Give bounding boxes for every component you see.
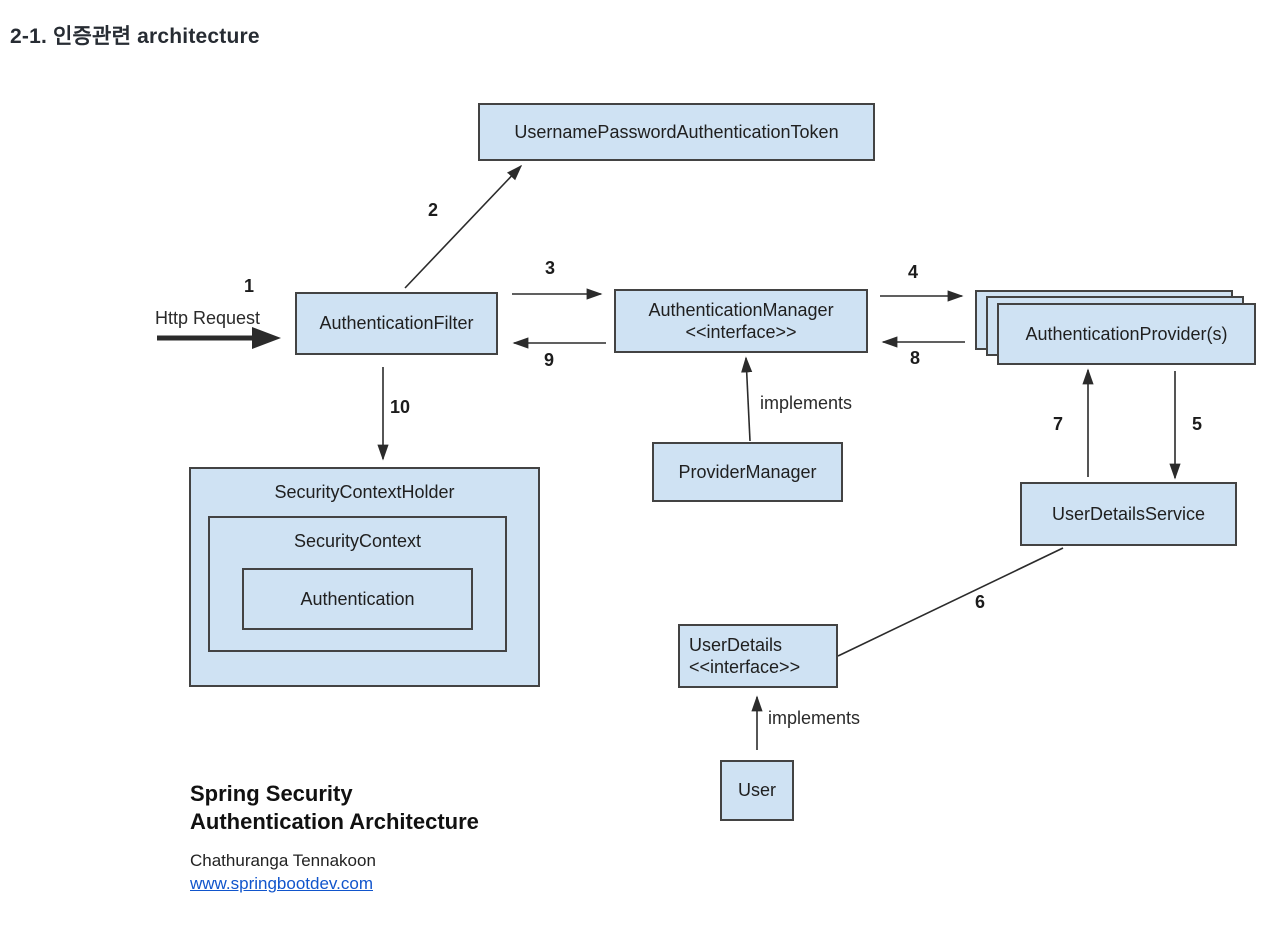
implements-user-label: implements bbox=[768, 708, 861, 728]
node-user-details: UserDetails <<interface>> bbox=[678, 624, 838, 688]
node-label: Authentication bbox=[300, 588, 415, 609]
node-provider-manager: ProviderManager bbox=[652, 442, 843, 502]
step-number-4: 4 bbox=[908, 262, 919, 282]
step-number-10: 10 bbox=[390, 397, 411, 417]
footer-heading-line2: Authentication Architecture bbox=[190, 809, 479, 834]
node-label: User bbox=[737, 780, 776, 801]
step-number-2: 2 bbox=[428, 200, 439, 220]
node-security-context: SecurityContext Authentication bbox=[208, 516, 507, 652]
node-label: UserDetailsService bbox=[1051, 503, 1206, 524]
node-label: AuthenticationManager bbox=[648, 299, 834, 320]
node-authentication-manager: AuthenticationManager <<interface>> bbox=[614, 289, 868, 353]
node-user: User bbox=[720, 760, 794, 821]
footer-author: Chathuranga Tennakoon bbox=[190, 851, 376, 870]
step-number-9: 9 bbox=[544, 350, 555, 370]
arrow-implements-manager bbox=[741, 356, 753, 442]
node-label: UsernamePasswordAuthenticationToken bbox=[514, 121, 839, 142]
http-request-label: Http Request bbox=[155, 308, 261, 328]
step-number-7: 7 bbox=[1053, 414, 1064, 434]
step-number-8: 8 bbox=[910, 348, 921, 368]
node-label: ProviderManager bbox=[678, 461, 817, 482]
implements-manager-label: implements bbox=[760, 393, 853, 413]
node-label: AuthenticationProvider(s) bbox=[1025, 323, 1228, 344]
node-username-password-authentication-token: UsernamePasswordAuthenticationToken bbox=[478, 103, 875, 161]
node-label: SecurityContext bbox=[293, 531, 422, 551]
step-number-5: 5 bbox=[1192, 414, 1203, 434]
step-number-6: 6 bbox=[975, 592, 986, 612]
node-label: AuthenticationFilter bbox=[319, 313, 474, 334]
line-step-6 bbox=[837, 547, 1064, 657]
node-label: SecurityContextHolder bbox=[274, 482, 455, 502]
page-title: 2-1. 인증관련 architecture bbox=[10, 25, 260, 48]
node-stereotype: <<interface>> bbox=[685, 322, 797, 342]
arrow-step-2 bbox=[404, 164, 523, 289]
step-number-1: 1 bbox=[244, 276, 255, 296]
node-security-context-holder: SecurityContextHolder SecurityContext Au… bbox=[189, 467, 540, 687]
node-stereotype: <<interface>> bbox=[689, 657, 801, 677]
footer-heading: Spring Security Authentication Architect… bbox=[190, 780, 479, 836]
arrow-http-request-head bbox=[252, 327, 281, 349]
node-authentication-filter: AuthenticationFilter bbox=[295, 292, 498, 355]
step-number-3: 3 bbox=[545, 258, 556, 278]
node-authentication: Authentication bbox=[242, 568, 473, 630]
node-authentication-providers-stack: AuthenticationProvider(s) bbox=[975, 290, 1258, 366]
footer-website-link[interactable]: www.springbootdev.com bbox=[190, 874, 373, 893]
node-label: UserDetails bbox=[689, 634, 783, 655]
footer-heading-line1: Spring Security bbox=[190, 781, 353, 806]
node-user-details-service: UserDetailsService bbox=[1020, 482, 1237, 546]
provider-stack-layer-front: AuthenticationProvider(s) bbox=[997, 303, 1256, 365]
